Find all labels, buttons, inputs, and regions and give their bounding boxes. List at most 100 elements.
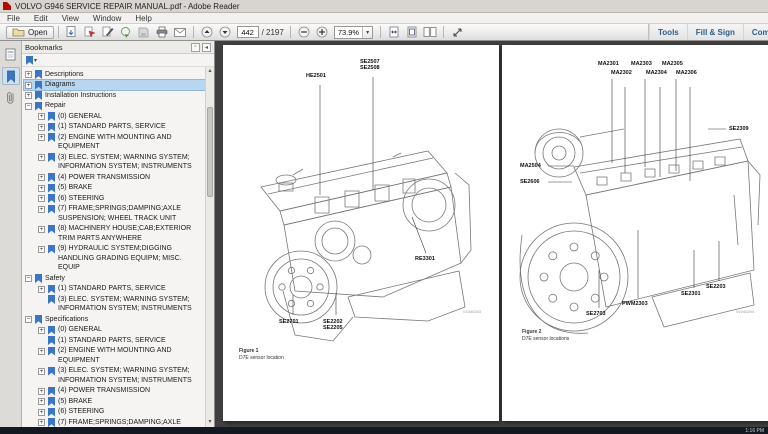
expander-icon[interactable]: + [25,81,32,89]
expander-icon[interactable]: + [38,154,45,161]
expander-icon[interactable]: + [38,205,45,213]
attachments-panel-button[interactable] [2,89,20,107]
bookmark-item[interactable]: + (7) FRAME;SPRINGS;DAMPING;AXLE SUSPENS… [24,417,206,427]
expander-icon[interactable]: + [38,195,45,202]
bookmark-item[interactable]: − Repair [24,101,206,112]
expander-icon[interactable]: − [25,275,32,282]
expander-icon[interactable]: + [25,92,32,99]
scroll-up-icon[interactable]: ▴ [208,68,212,74]
fit-width-button[interactable] [387,26,401,39]
two-page-view-button[interactable] [423,26,437,39]
bookmark-item[interactable]: (1) STANDARD PARTS, SERVICE [24,335,206,346]
expander-icon[interactable]: + [38,113,45,120]
expander-icon[interactable]: + [38,123,45,131]
page-number-input[interactable] [236,26,259,38]
previous-page-button[interactable] [200,26,214,39]
bookmark-item[interactable]: + (4) POWER TRANSMISSION [24,172,206,183]
bookmark-item[interactable]: + (3) ELEC. SYSTEM; WARNING SYSTEM; INFO… [24,366,206,386]
expander-icon[interactable]: + [38,398,45,405]
bookmark-item[interactable]: + (1) STANDARD PARTS, SERVICE [24,122,206,133]
sensor-label: SE2507 [360,59,380,65]
expander-icon[interactable]: + [38,387,45,395]
expander-icon[interactable]: + [38,285,45,293]
menu-item[interactable]: File [7,13,20,23]
sign-pencil-icon[interactable] [101,26,115,39]
title-bar[interactable]: VOLVO G946 SERVICE REPAIR MANUAL.pdf - A… [0,0,768,13]
zoom-in-button[interactable] [315,26,329,39]
bookmark-item[interactable]: + (0) GENERAL [24,111,206,122]
send-online-icon[interactable] [119,26,133,39]
bookmark-item[interactable]: + (5) BRAKE [24,396,206,407]
windows-taskbar[interactable]: 1:16 PM [0,427,768,434]
toolbar-pane-button[interactable]: Fill & Sign [686,24,743,40]
bookmark-item[interactable]: + (8) MACHINERY HOUSE;CAB;EXTERIOR TRIM … [24,224,206,244]
save-icon[interactable] [137,26,151,39]
fullscreen-button[interactable] [450,26,464,39]
bookmark-item[interactable]: + (6) STEERING [24,193,206,204]
menu-item[interactable]: Edit [33,13,48,23]
panel-collapse-icon[interactable]: ◂ [202,42,211,52]
expander-icon[interactable] [38,296,45,303]
expander-icon[interactable]: + [38,134,45,141]
menu-item[interactable]: Help [135,13,152,23]
bookmark-item[interactable]: + (9) HYDRAULIC SYSTEM;DIGGING HANDLING … [24,244,206,274]
bookmark-item[interactable]: + (1) STANDARD PARTS, SERVICE [24,284,206,295]
sensor-label: SE2701 [279,319,299,325]
bookmark-options-button[interactable]: ▾ [26,55,37,65]
bookmarks-scrollbar[interactable]: ▴ ▾ [205,67,214,427]
expander-icon[interactable]: + [25,71,32,78]
expander-icon[interactable]: + [38,174,45,181]
expander-icon[interactable]: + [38,347,45,355]
menu-item[interactable]: View [61,13,79,23]
bookmark-item[interactable]: + (5) BRAKE [24,183,206,194]
expander-icon[interactable]: + [38,225,45,233]
menu-item[interactable]: Window [92,13,122,23]
print-icon[interactable] [155,26,169,39]
bookmark-item[interactable]: + (3) ELEC. SYSTEM; WARNING SYSTEM; INFO… [24,152,206,172]
save-to-cloud-icon[interactable] [65,26,79,39]
page-thumbnails-button[interactable] [2,45,20,63]
bookmark-item[interactable]: − Safety [24,273,206,284]
expander-icon[interactable]: + [38,245,45,253]
toolbar-separator [380,26,382,38]
expander-icon[interactable]: + [38,367,45,375]
bookmark-item[interactable]: + (0) GENERAL [24,325,206,336]
scrollbar-thumb[interactable] [207,107,213,197]
chevron-down-icon[interactable]: ▾ [362,26,373,38]
zoom-level-dropdown[interactable]: 73.9% ▾ [333,25,374,39]
bookmark-item[interactable]: + (2) ENGINE WITH MOUNTING AND EQUIPMENT [24,132,206,152]
expander-icon[interactable] [38,337,45,344]
bookmark-item[interactable]: + Diagrams [23,78,206,91]
bookmark-label: Safety [45,274,65,282]
bookmark-item[interactable]: − Specifications [24,314,206,325]
adobe-send-icon[interactable] [83,26,97,39]
fit-page-button[interactable] [405,26,419,39]
bookmark-item[interactable]: (3) ELEC. SYSTEM; WARNING SYSTEM; INFORM… [24,294,206,314]
bookmark-item[interactable]: + (6) STEERING [24,407,206,418]
bookmark-item[interactable]: + Descriptions [24,69,206,80]
expander-icon[interactable]: − [25,316,32,323]
zoom-out-button[interactable] [297,26,311,39]
expander-icon[interactable]: − [25,102,32,110]
sensor-label: SE2703 [586,311,606,317]
open-button[interactable]: Open [6,25,54,39]
bookmark-item[interactable]: + (4) POWER TRANSMISSION [24,386,206,397]
email-icon[interactable] [173,26,187,39]
bookmark-label: (2) ENGINE WITH MOUNTING AND EQUIPMENT [58,347,172,364]
expander-icon[interactable]: + [38,184,45,192]
next-page-button[interactable] [218,26,232,39]
scroll-down-icon[interactable]: ▾ [208,419,212,425]
panel-options-icon[interactable]: ▫ [191,42,200,52]
expander-icon[interactable]: + [38,419,45,426]
toolbar-pane-button[interactable]: Comment [742,24,768,40]
document-area[interactable]: HE2501 SE2507 SE2508 RE3301 SE2701 SE220… [216,41,768,427]
figure-number: Figure 1 [239,348,259,354]
bookmark-item[interactable]: + (7) FRAME;SPRINGS;DAMPING;AXLE SUSPENS… [24,204,206,224]
bookmarks-panel-button[interactable] [1,67,20,85]
expander-icon[interactable]: + [38,408,45,416]
expander-icon[interactable]: + [38,326,45,334]
bookmark-label: (6) STEERING [58,194,105,202]
bookmark-item[interactable]: + Installation Instructions [24,90,206,101]
bookmark-item[interactable]: + (2) ENGINE WITH MOUNTING AND EQUIPMENT [24,346,206,366]
toolbar-pane-button[interactable]: Tools [649,24,687,40]
